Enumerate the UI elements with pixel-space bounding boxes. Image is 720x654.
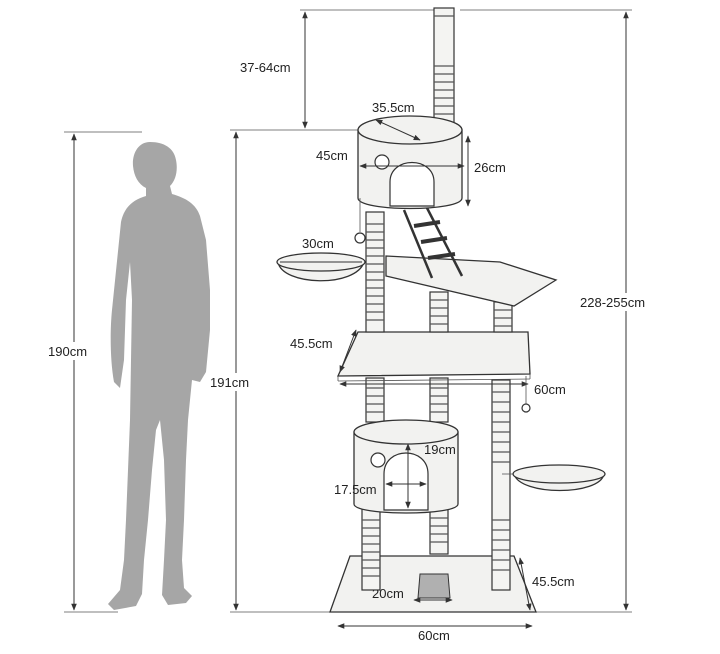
top-house-height-label: 26cm (474, 160, 506, 175)
person-height-label: 190cm (48, 344, 87, 359)
tree-height-label: 191cm (210, 375, 249, 390)
top-house-diameter-label: 35.5cm (372, 100, 415, 115)
base-depth-dimension (518, 557, 532, 611)
person-height-dimension (44, 131, 142, 613)
upper-platform (385, 255, 558, 307)
pole-extension-label: 37-64cm (240, 60, 291, 75)
top-pole (433, 7, 455, 133)
platform-width-label: 45.5cm (290, 336, 333, 351)
lower-house (353, 419, 459, 514)
total-height-dimension (460, 9, 670, 613)
pole-extension-dimension (238, 9, 436, 129)
top-house (354, 115, 463, 244)
hammock-top-label: 30cm (302, 236, 334, 251)
person-silhouette (108, 142, 210, 610)
top-house-width-label: 45cm (316, 148, 348, 163)
lower-hammock (502, 464, 606, 492)
lower-post-stripes (362, 387, 510, 577)
ladder (402, 205, 464, 279)
scratch-mat (417, 573, 451, 599)
base-depth-label: 45.5cm (532, 574, 575, 589)
middle-platform (336, 331, 531, 382)
platform-width-dimension (339, 329, 357, 373)
top-house-diameter-dim (375, 119, 421, 141)
tree-height-dimension (208, 129, 360, 613)
platform-length-label: 60cm (534, 382, 566, 397)
toy-ball-lower (521, 376, 531, 413)
base-width-label: 60cm (418, 628, 450, 643)
total-height-label: 228-255cm (580, 295, 645, 310)
upper-hammock (276, 252, 366, 282)
lower-opening-height-label: 17.5cm (334, 482, 377, 497)
lower-opening-width-label: 19cm (424, 442, 456, 457)
